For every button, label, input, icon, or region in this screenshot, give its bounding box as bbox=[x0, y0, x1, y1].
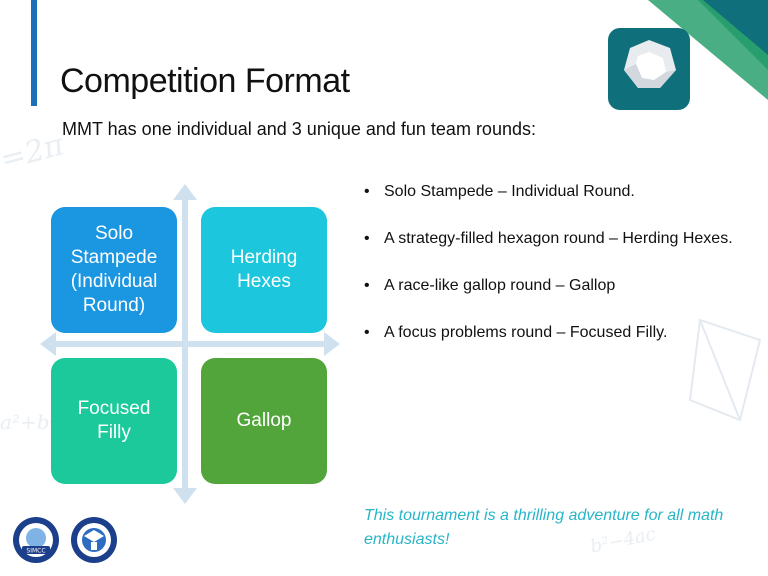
academy-logo bbox=[71, 517, 117, 563]
dodecahedron-icon bbox=[624, 40, 676, 88]
tile-herding-hexes[interactable]: Herding Hexes bbox=[201, 207, 327, 333]
slide-subtitle: MMT has one individual and 3 unique and … bbox=[62, 119, 536, 139]
corner-decoration bbox=[608, 0, 768, 110]
tile-label: Herding Hexes bbox=[230, 247, 298, 292]
tile-label: Gallop bbox=[236, 410, 292, 431]
bullet-item: • A strategy-filled hexagon round – Herdi… bbox=[364, 227, 744, 251]
title-accent-bar bbox=[31, 0, 37, 106]
bullet-item: • A race-like gallop round – Gallop bbox=[364, 274, 744, 298]
bullet-text: A focus problems round – Focused Filly. bbox=[384, 324, 668, 341]
matrix-arrows bbox=[40, 184, 340, 504]
closing-statement: This tournament is a thrilling adventure… bbox=[364, 507, 724, 548]
tile-focused-filly[interactable]: Focused Filly bbox=[51, 358, 177, 484]
tile-gallop[interactable]: Gallop bbox=[201, 358, 327, 484]
bullet-item: • A focus problems round – Focused Filly. bbox=[364, 321, 744, 345]
simcc-logo-text: SIMCC bbox=[26, 548, 45, 555]
round-bullet-list: • Solo Stampede – Individual Round. • A st… bbox=[364, 180, 744, 368]
bullet-dot-icon: • bbox=[364, 183, 370, 200]
slide-title: Competition Format bbox=[60, 62, 350, 100]
tile-label: Solo Stampede (Individual Round) bbox=[70, 223, 158, 316]
background-doodle-formula: =2π bbox=[0, 127, 68, 178]
tile-solo-stampede[interactable]: Solo Stampede (Individual Round) bbox=[51, 207, 177, 333]
bullet-text: A race-like gallop round – Gallop bbox=[384, 277, 616, 294]
bullet-text: Solo Stampede – Individual Round. bbox=[384, 183, 635, 200]
round-matrix: Solo Stampede (Individual Round) Herding… bbox=[40, 184, 340, 504]
bullet-text: A strategy-filled hexagon round – Herdin… bbox=[384, 230, 733, 247]
bullet-item: • Solo Stampede – Individual Round. bbox=[364, 180, 744, 204]
bullet-dot-icon: • bbox=[364, 324, 370, 341]
bullet-dot-icon: • bbox=[364, 230, 370, 247]
tile-label: Focused Filly bbox=[77, 398, 151, 443]
bullet-dot-icon: • bbox=[364, 277, 370, 294]
simcc-logo: SIMCC bbox=[13, 517, 59, 563]
